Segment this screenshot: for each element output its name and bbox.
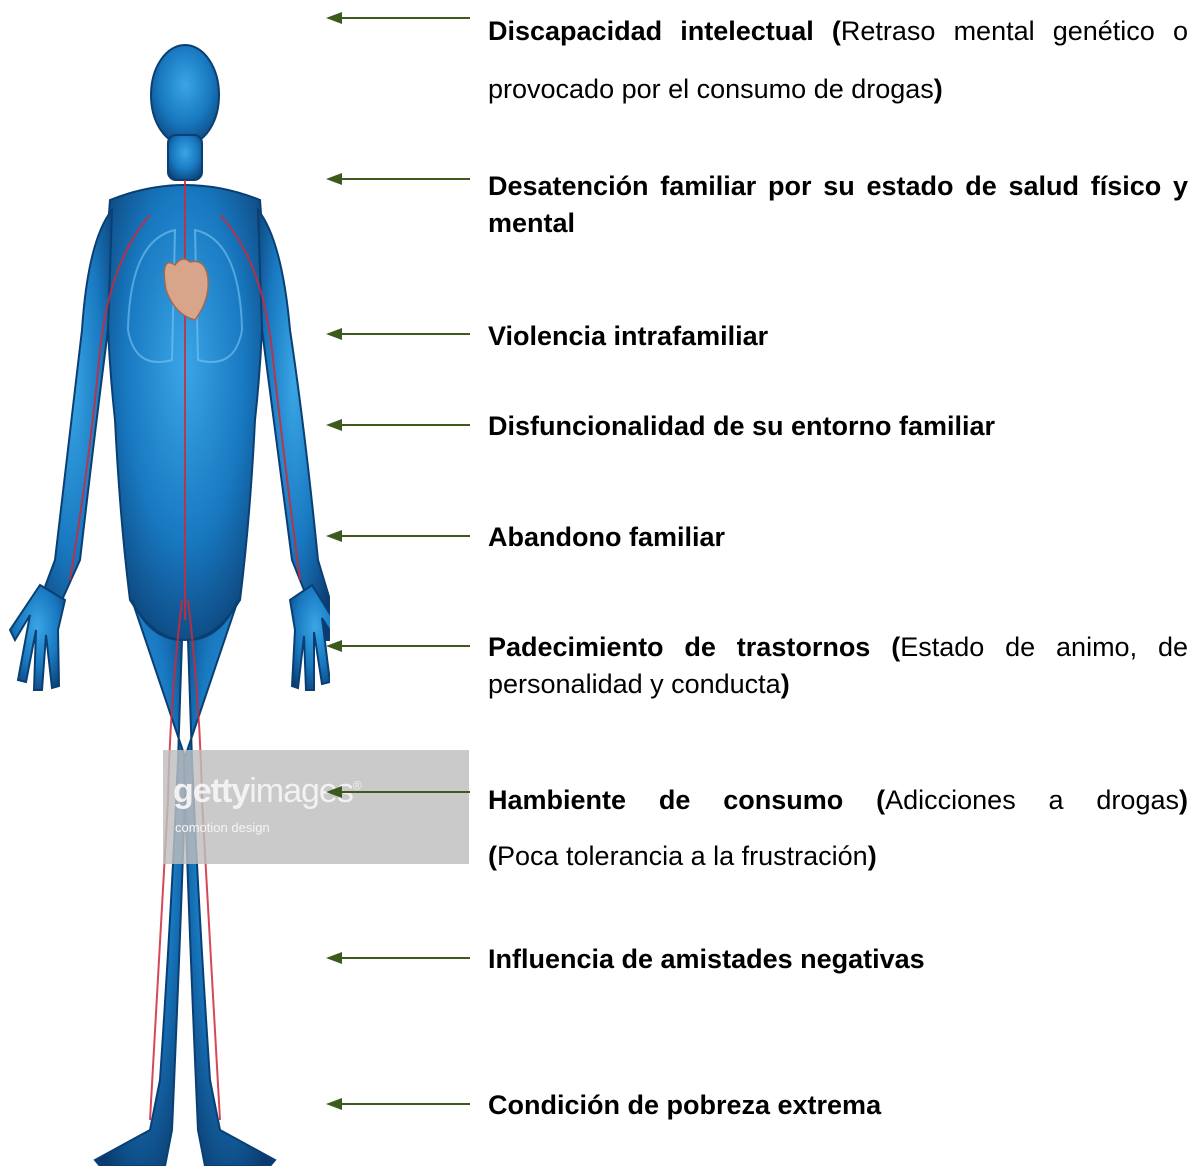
arrow-icon [326, 173, 470, 185]
right-hand-shape [288, 583, 330, 691]
left-lung-outline [126, 228, 177, 363]
label-condicion-pobreza: Condición de pobreza extrema [488, 1090, 882, 1120]
label-discapacidad-intelectual: Discapacidad intelectual (Retraso mental… [488, 16, 1188, 104]
head-shape [150, 44, 220, 146]
left-arm-vessel [69, 214, 151, 581]
watermark-sub: comotion design [175, 820, 270, 835]
arrow-icon [326, 1098, 470, 1110]
watermark-box: gettyimages® comotion design [163, 750, 469, 864]
label-hambiente-consumo-line2: (Poca tolerancia a la frustración) [488, 841, 877, 871]
label-influencia-amistades: Influencia de amistades negativas [488, 944, 925, 974]
right-leg-shape [182, 599, 277, 1166]
left-arm-shape [28, 207, 114, 647]
arrow-icon [326, 786, 470, 798]
label-disfuncionalidad: Disfuncionalidad de su entorno familiar [488, 411, 996, 441]
arrow-icon [326, 12, 470, 24]
label-hambiente-consumo: Hambiente de consumo (Adicciones a droga… [488, 772, 1188, 884]
label-hambiente-consumo-line1: Hambiente de consumo (Adicciones a droga… [488, 785, 1188, 815]
label-violencia-intrafamiliar: Violencia intrafamiliar [488, 321, 769, 351]
arrow-icon [326, 952, 470, 964]
right-arm-shape [256, 207, 330, 641]
right-lung-outline [193, 228, 244, 363]
heart-organ [163, 258, 209, 321]
label-abandono-familiar: Abandono familiar [488, 522, 726, 552]
left-hand-shape [8, 583, 67, 691]
arrow-icon [326, 328, 470, 340]
arrow-icon [326, 419, 470, 431]
left-leg-shape [93, 599, 188, 1166]
right-arm-vessel [219, 214, 301, 581]
label-padecimiento-trastornos: Padecimiento de trastornos (Estado de an… [488, 632, 1188, 699]
label-desatencion-familiar: Desatención familiar por su estado de sa… [488, 171, 1188, 238]
neck-shape [167, 134, 203, 181]
human-body-illustration [8, 44, 330, 1166]
arrow-icon [326, 530, 470, 542]
arrow-icon [326, 640, 470, 652]
